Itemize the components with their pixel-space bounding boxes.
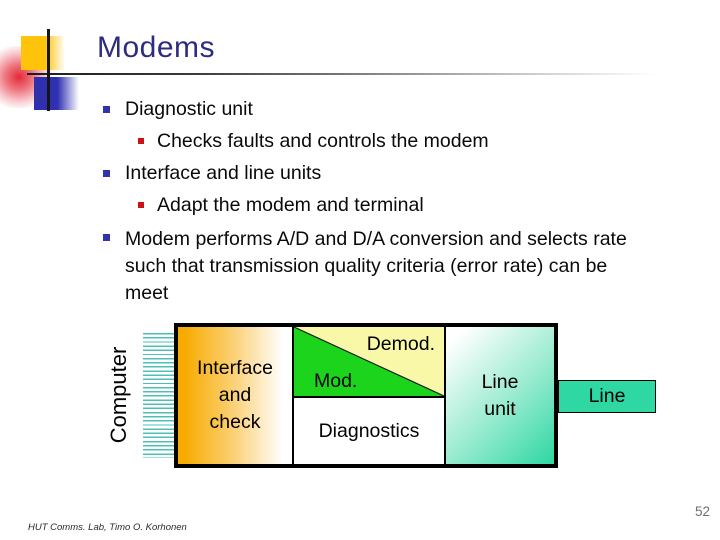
mod-label: Mod.: [314, 370, 358, 392]
ornament-blue-square: [34, 77, 79, 110]
bullet-subitem: Adapt the modem and terminal: [138, 194, 424, 216]
bullet-text: Adapt the modem and terminal: [157, 194, 424, 216]
slide-title: Modems: [97, 31, 216, 64]
ornament-yellow-square: [21, 36, 65, 70]
square-bullet-icon: [103, 170, 110, 177]
page-number: 52: [694, 504, 710, 519]
title-underline: [27, 72, 683, 76]
bullet-item: Interface and line units: [103, 162, 321, 184]
bullet-text: Modem performs A/D and D/A conversion an…: [125, 228, 627, 304]
square-bullet-icon: [138, 202, 144, 208]
ribbon-cable: [143, 333, 174, 458]
computer-label: Computer: [106, 346, 131, 444]
mod-triangle-shape: [294, 327, 444, 396]
square-bullet-icon: [103, 234, 110, 241]
bullet-item: Modem performs A/D and D/A conversion an…: [103, 226, 627, 307]
square-bullet-icon: [103, 106, 110, 113]
ornament-vertical-line: [47, 29, 50, 111]
line-box: Line: [558, 380, 656, 413]
bullet-text: Interface and line units: [125, 162, 322, 184]
modulator-diagnostics-column: Demod. Mod. Diagnostics: [294, 327, 446, 464]
square-bullet-icon: [138, 138, 144, 144]
bullet-item: Diagnostic unit: [103, 98, 253, 120]
bullet-text: Checks faults and controls the modem: [157, 130, 489, 152]
demod-label: Demod.: [366, 333, 435, 355]
interface-and-check-cell: Interface and check: [178, 327, 294, 464]
bullet-text: Diagnostic unit: [125, 98, 253, 120]
line-unit-cell: Line unit: [446, 327, 554, 464]
modem-box: Interface and check Demod. Mod. Diagnost…: [174, 323, 558, 468]
bullet-subitem: Checks faults and controls the modem: [138, 130, 489, 152]
footer-credit: HUT Comms. Lab, Timo O. Korhonen: [28, 522, 187, 533]
mod-demod-cell: Demod. Mod.: [294, 327, 444, 398]
diagnostics-cell: Diagnostics: [294, 398, 444, 464]
ornament-speckle-dots: [36, 87, 38, 89]
